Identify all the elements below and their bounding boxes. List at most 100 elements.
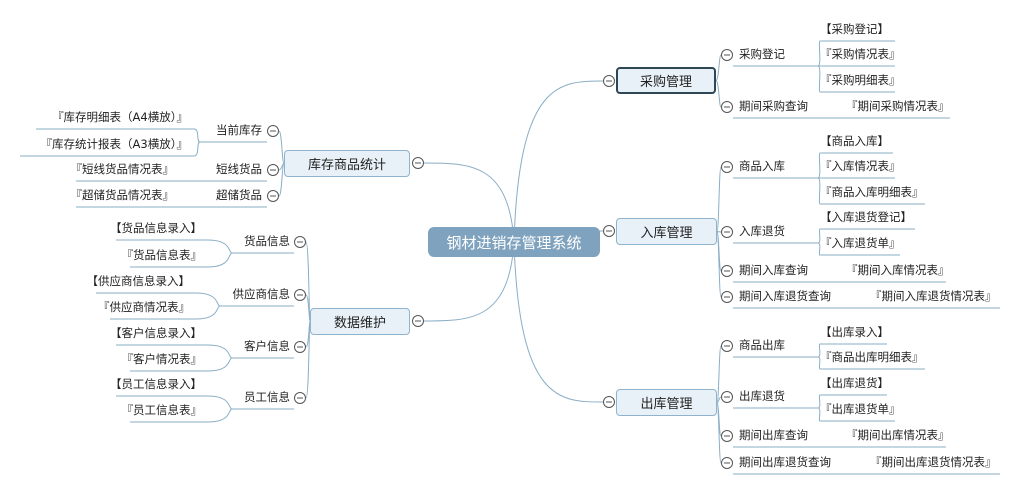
sub-collapse-icon[interactable] [721,161,733,173]
sub-collapse-icon[interactable] [294,289,306,301]
branch-collapse-icon[interactable] [603,396,615,408]
leaf-item[interactable]: 『期间采购情况表』 [846,99,950,113]
leaf-item[interactable]: 『入库情况表』 [820,159,901,173]
leaf-item[interactable]: 『期间入库情况表』 [846,263,950,277]
leaf-item[interactable]: 『客户情况表』 [121,352,203,366]
leaf-item[interactable]: 『期间出库退货情况表』 [870,455,997,469]
sub-topic-label[interactable]: 期间出库查询 [739,428,808,442]
sub-topic-label[interactable]: 客户信息 [244,339,290,353]
branch-node-0[interactable]: 采购管理 [616,67,716,94]
leaf-item[interactable]: 【入库退货登记】 [820,210,912,224]
leaf-connector [817,343,821,358]
branch-node-2[interactable]: 出库管理 [616,389,717,416]
sub-curve [715,54,722,81]
sub-collapse-icon[interactable] [721,226,733,238]
leaf-item[interactable]: 『商品入库明细表』 [820,185,924,199]
leaf-item[interactable]: 『超储货品情况表』 [70,188,175,202]
sub-collapse-icon[interactable] [267,125,279,137]
sub-topic-label[interactable]: 期间出库退货查询 [739,455,831,469]
leaf-connector [817,65,821,93]
leaf-item[interactable]: 『短线货品情况表』 [70,162,175,176]
sub-curve [716,396,722,403]
leaf-connector [207,408,233,423]
leaf-item[interactable]: 『库存明细表（A4横放）』 [52,110,188,124]
sub-topic-label[interactable]: 入库退货 [739,224,785,238]
branch-node-1[interactable]: 入库管理 [616,218,717,245]
sub-collapse-icon[interactable] [721,101,733,113]
leaf-connector [817,356,821,370]
sub-curve [716,402,722,464]
branch-node-left-1[interactable]: 数据维护 [310,308,410,335]
branch-curve [513,241,604,403]
sub-collapse-icon[interactable] [721,49,733,61]
branch-curve [423,241,515,322]
sub-topic-label[interactable]: 商品出库 [739,338,785,352]
leaf-item[interactable]: 『库存统计报表（A3横放）』 [40,137,188,151]
branch-collapse-icon[interactable] [412,157,424,169]
leaf-connector [207,357,233,372]
leaf-item[interactable]: 『商品出库明细表』 [820,350,924,364]
sub-topic-label[interactable]: 采购登记 [739,47,785,61]
sub-topic-label[interactable]: 出库退货 [739,389,785,403]
sub-collapse-icon[interactable] [267,164,279,176]
sub-topic-label[interactable]: 商品入库 [739,159,785,173]
sub-collapse-icon[interactable] [294,341,306,353]
sub-topic-label[interactable]: 供应商信息 [232,287,291,301]
leaf-item[interactable]: 『出库退货单』 [820,402,901,416]
sub-topic-label[interactable]: 期间采购查询 [739,99,808,113]
leaf-item[interactable]: 『采购情况表』 [820,47,901,61]
sub-curve [716,231,722,298]
sub-collapse-icon[interactable] [721,457,733,469]
sub-curve [278,130,285,164]
sub-topic-label[interactable]: 期间入库退货查询 [739,289,831,303]
leaf-connector [207,239,233,254]
leaf-item[interactable]: 【出库录入】 [820,325,889,339]
leaf-item[interactable]: 『供应商情况表』 [98,300,190,314]
leaf-item[interactable]: 【货品信息录入】 [110,221,202,235]
branch-node-left-0[interactable]: 库存商品统计 [284,150,410,177]
leaf-item[interactable]: 【采购登记】 [820,22,889,36]
branch-collapse-icon[interactable] [412,315,424,327]
leaf-connector [193,128,201,143]
leaf-item[interactable]: 【商品入库】 [820,134,889,148]
leaf-connector [817,40,821,67]
leaf-item[interactable]: 『采购明细表』 [820,73,901,87]
leaf-connector [817,228,821,244]
leaf-item[interactable]: 【供应商信息录入】 [86,274,191,288]
leaf-item[interactable]: 『货品信息表』 [121,248,203,262]
sub-collapse-icon[interactable] [721,291,733,303]
leaf-connector [817,407,821,422]
sub-topic-label[interactable]: 期间入库查询 [739,263,808,277]
leaf-item[interactable]: 【客户信息录入】 [110,326,202,340]
branch-curve [513,80,604,243]
leaf-item[interactable]: 『期间出库情况表』 [846,428,950,442]
leaf-connector [195,305,221,320]
sub-curve [716,166,722,232]
sub-topic-label[interactable]: 短线货品 [216,162,262,176]
leaf-connector [817,177,821,205]
leaf-item[interactable]: 『入库退货单』 [820,236,901,250]
leaf-connector [207,252,233,268]
sub-topic-label[interactable]: 超储货品 [216,188,262,202]
sub-curve [305,294,311,322]
central-topic[interactable]: 钢材进销存管理系统 [428,227,600,257]
leaf-item[interactable]: 『员工信息表』 [121,403,203,417]
sub-collapse-icon[interactable] [721,265,733,277]
sub-collapse-icon[interactable] [294,236,306,248]
leaf-item[interactable]: 『期间入库退货情况表』 [870,289,997,303]
sub-collapse-icon[interactable] [267,190,279,202]
sub-collapse-icon[interactable] [721,340,733,352]
leaf-item[interactable]: 【员工信息录入】 [110,377,202,391]
sub-topic-label[interactable]: 员工信息 [244,390,290,404]
branch-collapse-icon[interactable] [603,225,615,237]
sub-collapse-icon[interactable] [721,430,733,442]
sub-collapse-icon[interactable] [294,392,306,404]
branch-collapse-icon[interactable] [603,75,615,87]
leaf-connector [817,394,821,409]
leaf-connector [817,242,821,256]
sub-collapse-icon[interactable] [721,391,733,403]
leaf-connector [817,152,821,179]
sub-topic-label[interactable]: 当前库存 [216,123,262,137]
leaf-item[interactable]: 【出库退货】 [820,376,889,390]
sub-topic-label[interactable]: 货品信息 [244,234,290,248]
